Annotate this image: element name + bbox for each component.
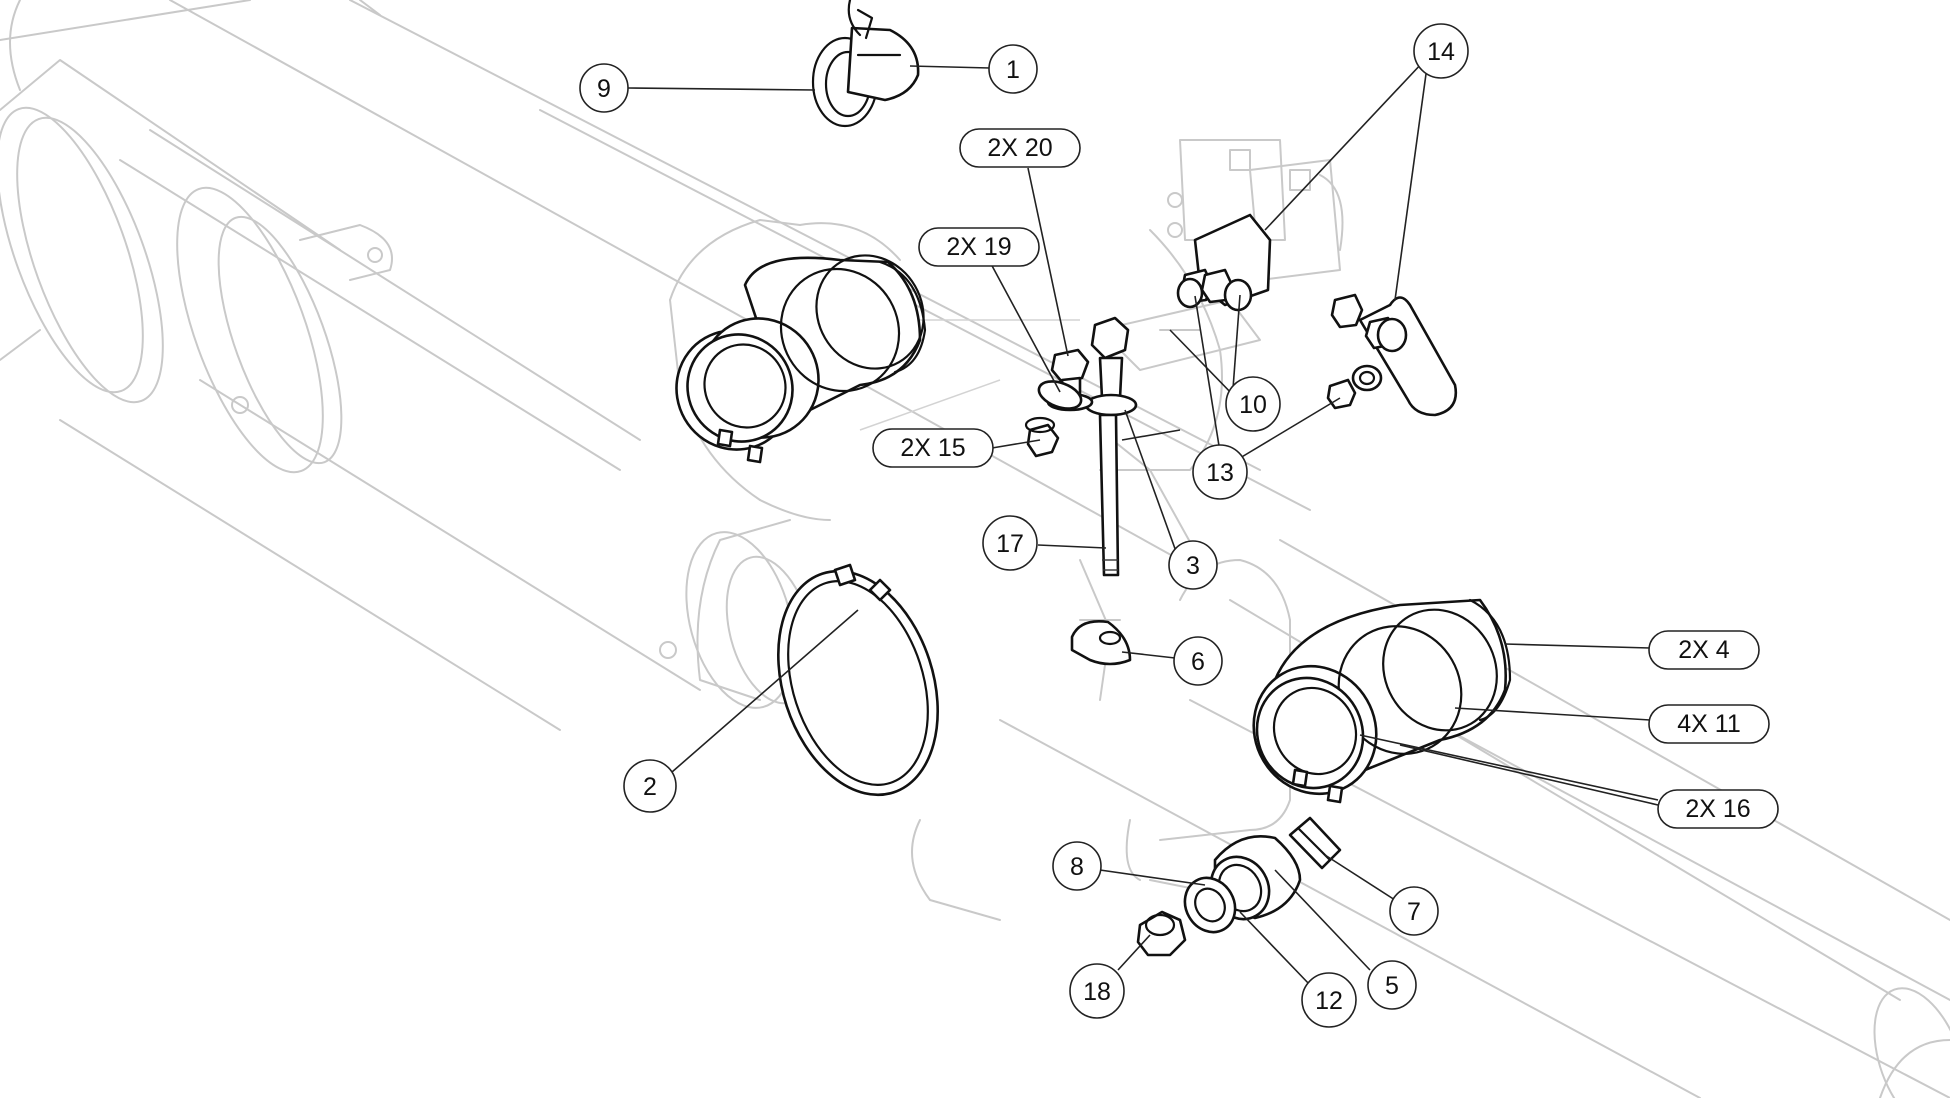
callout-5-label: 5: [1385, 972, 1399, 1000]
callout-6-label: 6: [1191, 648, 1205, 676]
callout-13-label: 13: [1206, 459, 1234, 487]
callout-18-label: 18: [1083, 978, 1111, 1006]
leader-lines: [627, 61, 1659, 986]
callout-9: 9: [579, 63, 629, 113]
callout-7-label: 7: [1407, 898, 1421, 926]
callout-18: 18: [1069, 963, 1125, 1019]
callout-13: 13: [1192, 444, 1248, 500]
part-short-bolts: [1024, 348, 1094, 458]
callout-7: 7: [1389, 886, 1439, 936]
callout-14: 14: [1413, 23, 1469, 79]
callout-2: 2: [623, 759, 677, 813]
callout-2x19-label: 2X 19: [946, 233, 1011, 261]
part-cap-with-tether: [811, 0, 920, 128]
callout-3-label: 3: [1186, 552, 1200, 580]
part-right-bushing: [1252, 598, 1512, 804]
callout-2x20: 2X 20: [959, 128, 1081, 168]
part-snap-ring: [777, 563, 939, 797]
callout-6: 6: [1173, 636, 1223, 686]
callout-2-label: 2: [643, 773, 657, 801]
callout-2x4: 2X 4: [1648, 630, 1760, 670]
callout-2x15: 2X 15: [872, 428, 994, 468]
callout-4x11: 4X 11: [1648, 704, 1770, 744]
callout-1: 1: [988, 44, 1038, 94]
callout-2x16: 2X 16: [1657, 789, 1779, 829]
part-left-bushing: [675, 254, 927, 464]
callout-9-label: 9: [597, 75, 611, 103]
callout-10-label: 10: [1239, 391, 1267, 419]
callout-12: 12: [1301, 972, 1357, 1028]
callout-2x16-label: 2X 16: [1685, 795, 1750, 823]
callout-14-label: 14: [1427, 38, 1455, 66]
callout-8: 8: [1052, 841, 1102, 891]
callout-2x4-label: 2X 4: [1678, 636, 1730, 664]
callout-1-label: 1: [1006, 56, 1020, 84]
callout-2x20-label: 2X 20: [987, 134, 1052, 162]
callout-2x15-label: 2X 15: [900, 434, 965, 462]
callout-17: 17: [982, 515, 1038, 571]
callout-10: 10: [1225, 376, 1281, 432]
callout-4x11-label: 4X 11: [1677, 710, 1740, 738]
callout-2x19: 2X 19: [918, 227, 1040, 267]
callout-12-label: 12: [1315, 987, 1343, 1015]
callout-17-label: 17: [996, 530, 1024, 558]
part-long-bolt: [1070, 316, 1138, 666]
part-valve-block-fittings: [1176, 213, 1458, 417]
callout-5: 5: [1367, 960, 1417, 1010]
callout-3: 3: [1168, 540, 1218, 590]
part-bottom-fitting-stack: [1136, 816, 1342, 957]
callout-8-label: 8: [1070, 853, 1084, 881]
